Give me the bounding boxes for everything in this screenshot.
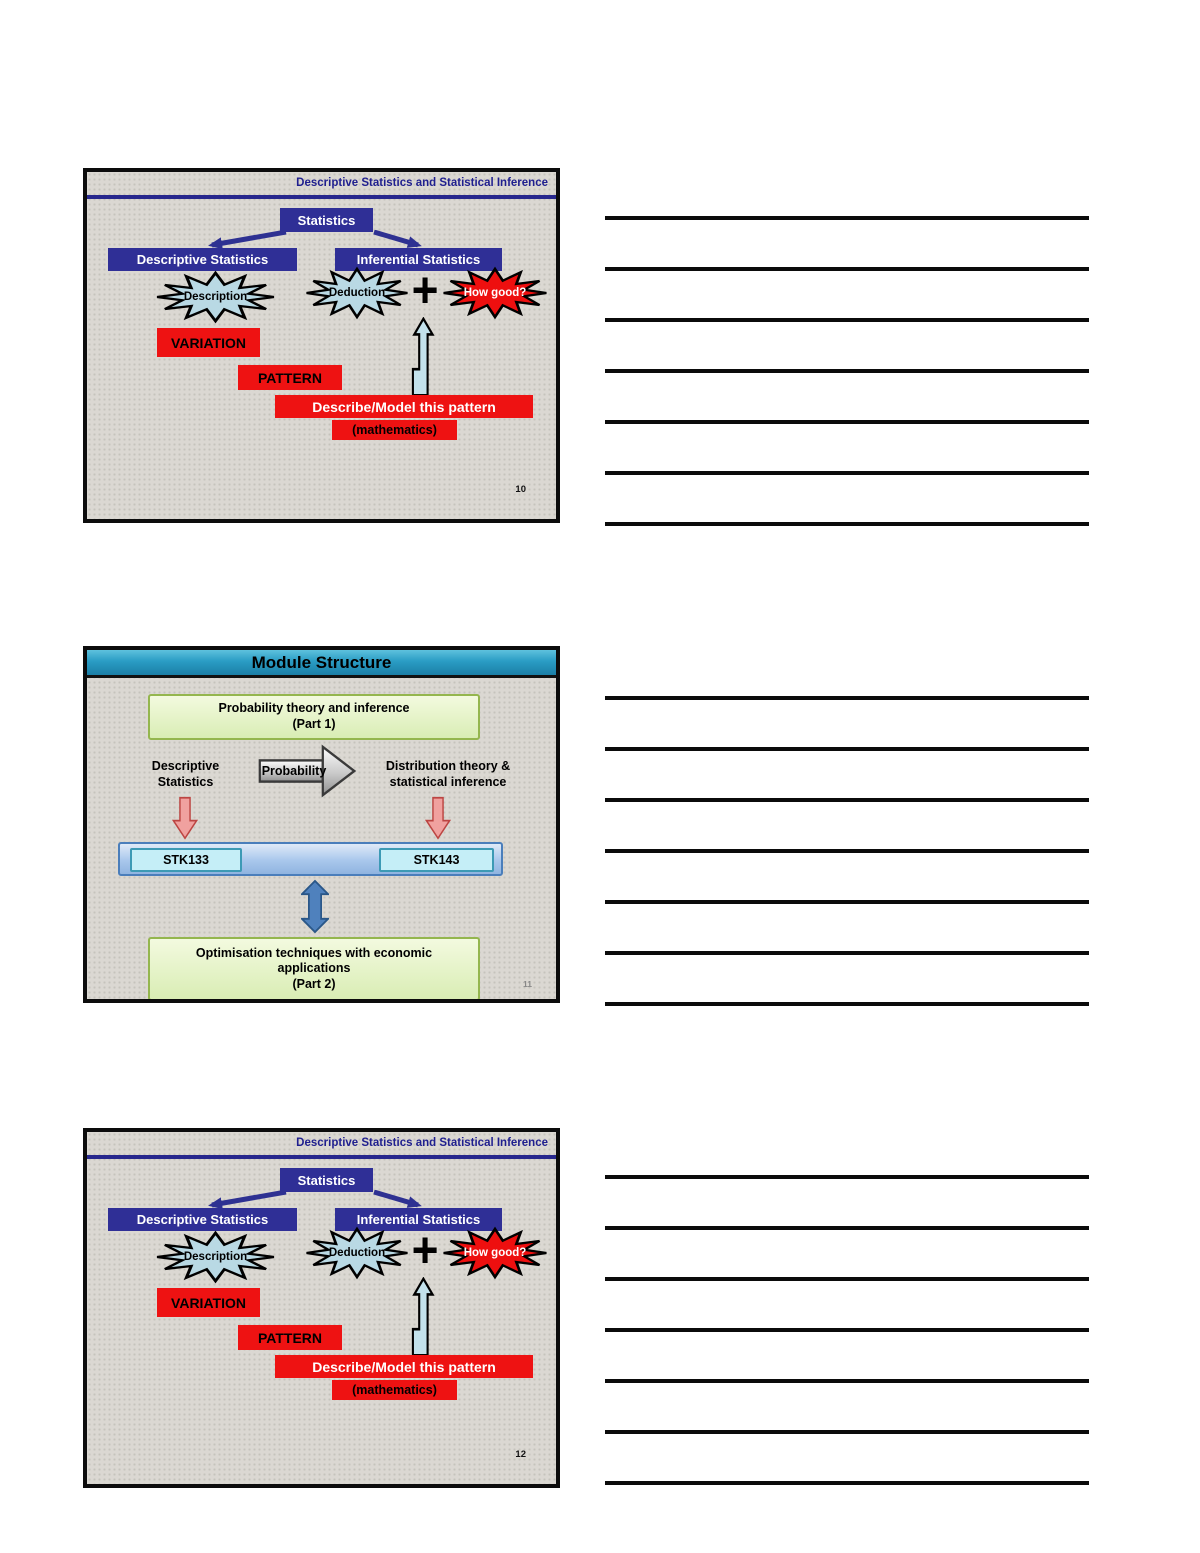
bent-up-arrow — [411, 317, 435, 397]
how-good-label: How good? — [463, 287, 527, 299]
description-starburst: Description — [153, 270, 278, 324]
stk133-box: STK133 — [130, 848, 242, 872]
slide-12: Descriptive Statistics and Statistical I… — [83, 1128, 560, 1488]
starburst-shape — [156, 270, 275, 324]
starburst-shape — [443, 266, 547, 320]
deduction-label: Deduction — [328, 1247, 386, 1259]
note-line — [605, 216, 1089, 220]
stk143-box: STK143 — [379, 848, 494, 872]
description-label: Description — [183, 291, 248, 303]
how-good-starburst: How good? — [440, 1226, 550, 1280]
describe-model-box: Describe/Model this pattern — [275, 395, 533, 418]
note-line — [605, 420, 1089, 424]
down-arrow-right — [425, 796, 451, 840]
pattern-box: PATTERN — [238, 365, 342, 390]
note-line — [605, 318, 1089, 322]
note-line — [605, 951, 1089, 955]
note-line — [605, 747, 1089, 751]
note-line — [605, 849, 1089, 853]
pattern-box: PATTERN — [238, 1325, 342, 1350]
deduction-starburst: Deduction — [303, 1226, 411, 1280]
distribution-theory-label: Distribution theory & statistical infere… — [385, 759, 511, 790]
description-label: Description — [183, 1251, 248, 1263]
variation-box: VARIATION — [157, 328, 260, 357]
slide-header-title: Descriptive Statistics and Statistical I… — [296, 1137, 548, 1149]
mathematics-box: (mathematics) — [332, 420, 457, 440]
tree-branch-arrows — [208, 1190, 422, 1210]
tree-branch-arrows — [208, 230, 422, 250]
part2-box: Optimisation techniques with economic ap… — [148, 937, 480, 999]
deduction-label: Deduction — [328, 287, 386, 299]
starburst-shape — [443, 1226, 547, 1280]
statistics-box: Statistics — [280, 1168, 373, 1192]
note-line — [605, 369, 1089, 373]
describe-model-box: Describe/Model this pattern — [275, 1355, 533, 1378]
note-line — [605, 1175, 1089, 1179]
descriptive-statistics-box: Descriptive Statistics — [108, 248, 297, 271]
description-starburst: Description — [153, 1230, 278, 1284]
starburst-shape — [306, 266, 408, 320]
double-headed-arrow — [301, 879, 329, 934]
note-line — [605, 798, 1089, 802]
inferential-statistics-box: Inferential Statistics — [335, 248, 502, 271]
descriptive-statistics-box: Descriptive Statistics — [108, 1208, 297, 1231]
bent-up-arrow — [411, 1277, 435, 1357]
note-line — [605, 267, 1089, 271]
note-lines-group-3 — [605, 1175, 1089, 1485]
slide-header-title: Descriptive Statistics and Statistical I… — [296, 177, 548, 189]
slide-page-number: 10 — [515, 484, 526, 495]
variation-box: VARIATION — [157, 1288, 260, 1317]
note-line — [605, 471, 1089, 475]
note-line — [605, 696, 1089, 700]
note-lines-group-1 — [605, 216, 1089, 526]
starburst-shape — [156, 1230, 275, 1284]
plus-sign: + — [411, 261, 439, 318]
note-line — [605, 1277, 1089, 1281]
note-line — [605, 1226, 1089, 1230]
statistics-box: Statistics — [280, 208, 373, 232]
note-line — [605, 1002, 1089, 1006]
part1-box: Probability theory and inference (Part 1… — [148, 694, 480, 740]
module-structure-title: Module Structure — [87, 650, 556, 678]
mathematics-box: (mathematics) — [332, 1380, 457, 1400]
note-line — [605, 1430, 1089, 1434]
deduction-starburst: Deduction — [303, 266, 411, 320]
header-rule — [87, 1155, 556, 1159]
note-lines-group-2 — [605, 696, 1089, 1006]
note-line — [605, 900, 1089, 904]
starburst-shape — [306, 1226, 408, 1280]
probability-label: Probability — [261, 764, 327, 778]
plus-sign: + — [411, 1221, 439, 1278]
note-line — [605, 1481, 1089, 1485]
how-good-starburst: How good? — [440, 266, 550, 320]
note-line — [605, 1379, 1089, 1383]
down-arrow-left — [172, 796, 198, 840]
slide-10: Descriptive Statistics and Statistical I… — [83, 168, 560, 523]
note-line — [605, 1328, 1089, 1332]
descriptive-statistics-label: Descriptive Statistics — [151, 759, 220, 790]
how-good-label: How good? — [463, 1247, 527, 1259]
module-bar: STK133 STK143 — [118, 842, 503, 876]
header-rule — [87, 195, 556, 199]
right-block-arrow — [258, 744, 357, 798]
slide-page-number: 12 — [515, 1449, 526, 1460]
note-line — [605, 522, 1089, 526]
slide-11: Module Structure Probability theory and … — [83, 646, 560, 1003]
inferential-statistics-box: Inferential Statistics — [335, 1208, 502, 1231]
probability-arrow: Probability — [258, 744, 357, 798]
slide-page-number: 11 — [523, 979, 532, 989]
